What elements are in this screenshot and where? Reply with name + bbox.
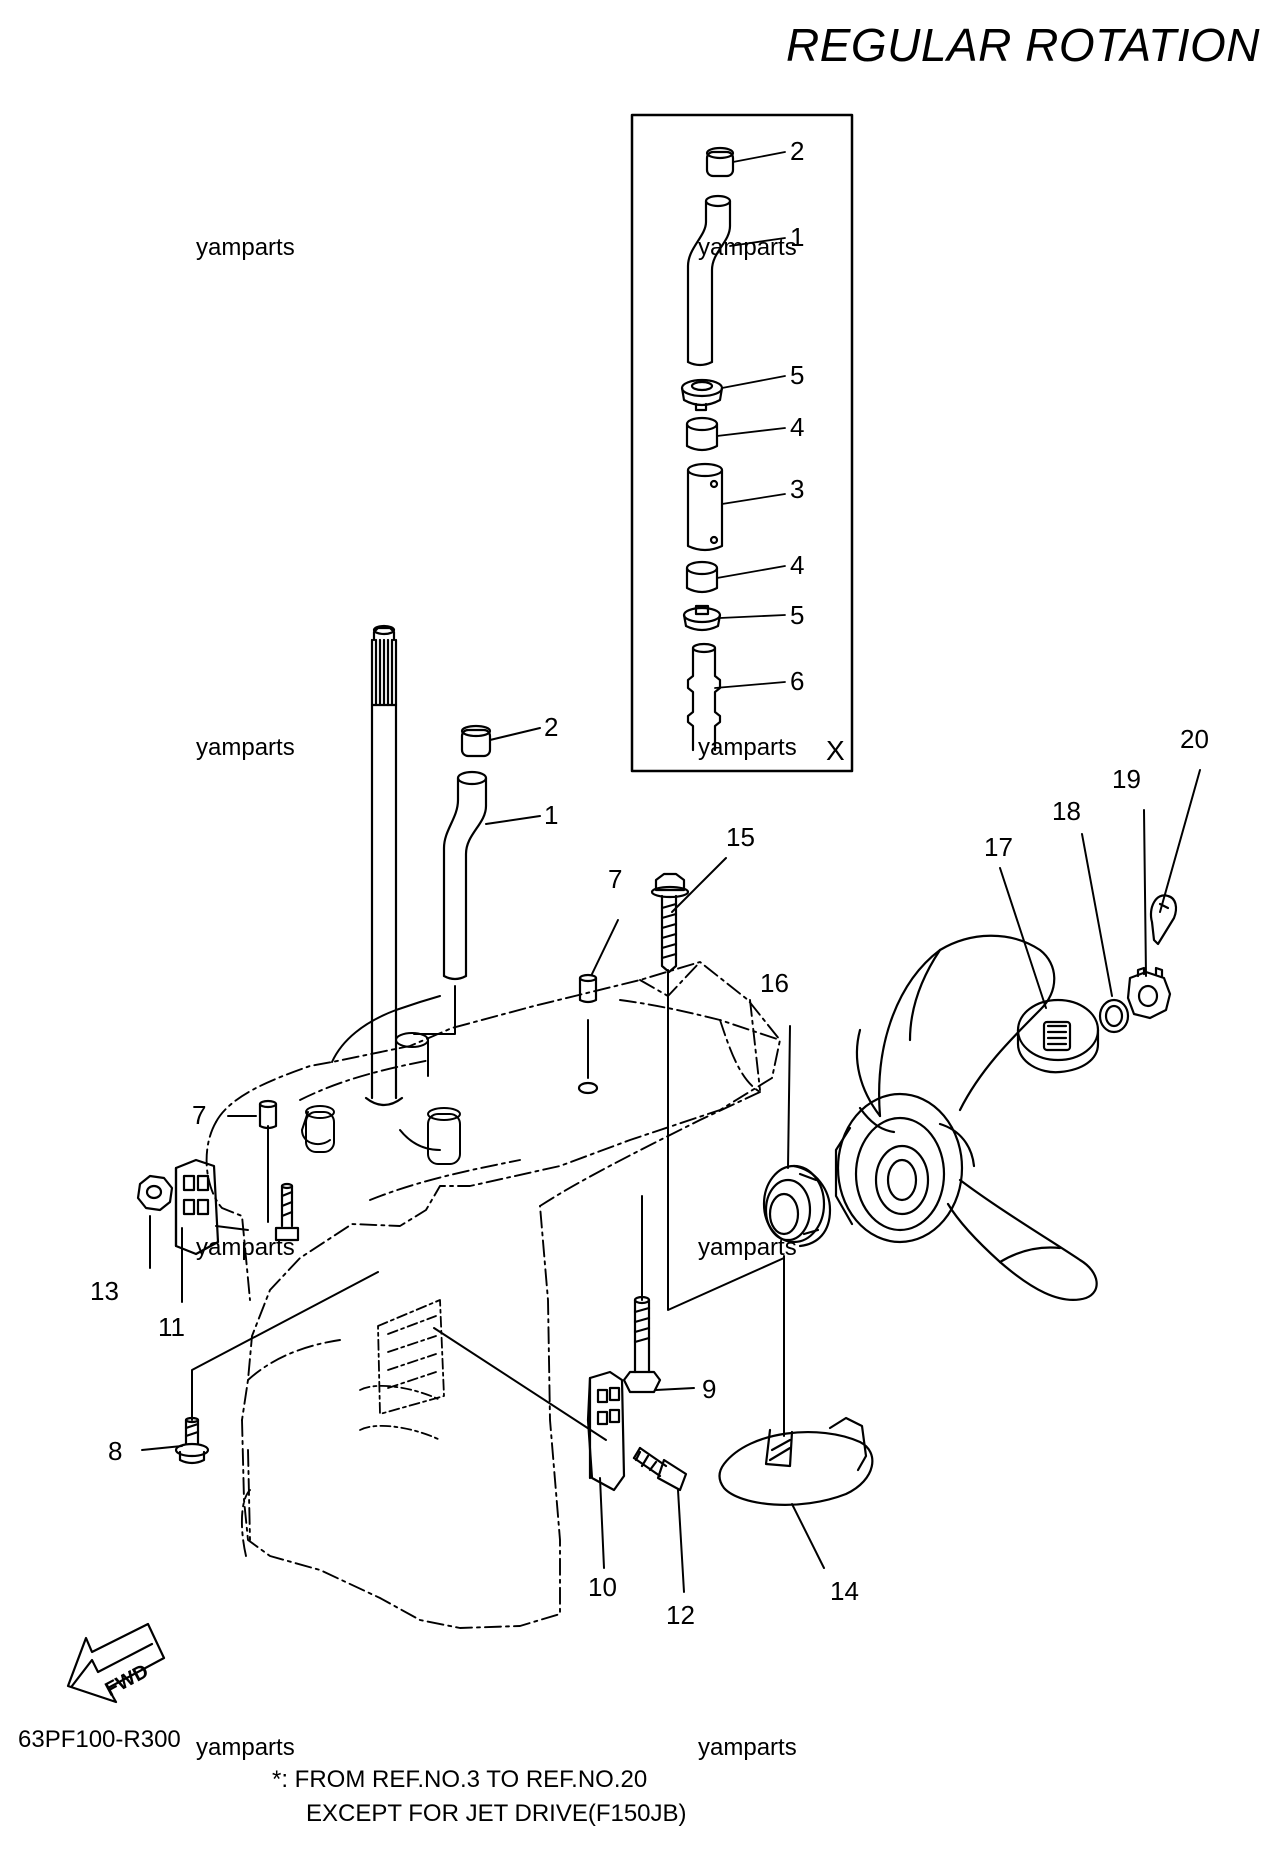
callout-inset-3: 3	[790, 474, 804, 504]
callout-inset-5: 5	[790, 360, 804, 390]
gear-case-top	[301, 995, 461, 1165]
callout-inset-6: 6	[790, 666, 804, 696]
note-line-1: *: FROM REF.NO.3 TO REF.NO.20	[272, 1766, 648, 1793]
part-9-bolt	[622, 1295, 662, 1394]
main-leaders	[141, 727, 1201, 1593]
callout-7-left: 7	[192, 1100, 206, 1130]
callout-inset-5-lower: 5	[790, 600, 804, 630]
part-2-sleeve	[460, 724, 492, 758]
page-title: REGULAR ROTATION	[786, 19, 1260, 71]
callout-13: 13	[90, 1276, 119, 1306]
watermark: yamparts	[698, 1734, 797, 1761]
part-12-screw	[632, 1446, 688, 1492]
drawing-code: 63PF100-R300	[18, 1726, 181, 1753]
callout-11: 11	[158, 1312, 185, 1342]
callout-inset-2: 2	[790, 136, 804, 166]
callout-17: 17	[984, 832, 1013, 862]
watermark: yamparts	[698, 234, 797, 261]
callout-18: 18	[1052, 796, 1081, 826]
callout-16: 16	[760, 968, 789, 998]
part-7-hole	[577, 1081, 599, 1095]
inset-part-5-grommet-lower	[682, 604, 722, 632]
part-19-castle-nut	[1126, 966, 1172, 1020]
fwd-arrow-icon	[66, 1622, 166, 1704]
watermark: yamparts	[196, 734, 295, 761]
part-8-bolt	[174, 1416, 210, 1465]
callout-8: 8	[108, 1436, 122, 1466]
part-11-anode	[174, 1158, 220, 1256]
part-10-anode	[586, 1370, 626, 1492]
callout-10: 10	[588, 1572, 617, 1602]
part-13-nut	[136, 1174, 174, 1212]
callout-20: 20	[1180, 724, 1209, 754]
part-15-bolt	[650, 872, 690, 974]
part-20-cotter-pin	[1149, 894, 1178, 946]
inset-part-3-long-sleeve	[686, 462, 724, 552]
note-line-2: EXCEPT FOR JET DRIVE(F150JB)	[306, 1800, 687, 1827]
part-7-dowel-left	[258, 1099, 278, 1130]
part-1-tube	[442, 770, 488, 981]
inset-part-6-pipe	[686, 642, 722, 752]
callout-7-top: 7	[608, 864, 622, 894]
part-14-anode-plate	[718, 1416, 874, 1506]
watermark: yamparts	[196, 1734, 295, 1761]
callout-labels: 2 1 5 4 3 4 5 6 2 1 15 7 16 17 18 19 20 …	[90, 136, 1209, 1701]
part-16-thrust-bushing	[762, 1164, 832, 1248]
watermark: yamparts	[196, 1234, 295, 1261]
watermark: yamparts	[196, 234, 295, 261]
inset-part-4-collar-lower	[685, 560, 719, 594]
inset-part-2-sleeve	[705, 146, 735, 178]
part-7-dowel-top	[578, 973, 598, 1004]
callout-2: 2	[544, 712, 558, 742]
callout-inset-4: 4	[790, 412, 804, 442]
inset-leaders	[714, 151, 786, 689]
propeller	[834, 934, 1098, 1301]
callout-9: 9	[702, 1374, 716, 1404]
callout-19: 19	[1112, 764, 1141, 794]
callout-14: 14	[830, 1576, 859, 1606]
inset-frame	[630, 113, 854, 773]
inset-part-1-tube	[686, 194, 732, 367]
watermark: yamparts	[698, 1234, 797, 1261]
inset-part-5-grommet-upper	[680, 378, 724, 412]
gear-case-outline	[205, 961, 781, 1629]
inset-part-4-collar-upper	[685, 416, 719, 452]
callout-15: 15	[726, 822, 755, 852]
part-17-spacer	[1016, 998, 1100, 1074]
callout-12: 12	[666, 1600, 695, 1630]
water-inlet-grille	[359, 1299, 445, 1441]
callout-inset-4-lower: 4	[790, 550, 804, 580]
callout-inset-1: 1	[790, 222, 804, 252]
inset-mark: X	[826, 735, 845, 766]
stud-bolt	[274, 1182, 300, 1242]
part-18-washer	[1098, 998, 1130, 1034]
callout-1: 1	[544, 800, 558, 830]
drive-shaft	[364, 624, 404, 1107]
watermark: yamparts	[698, 734, 797, 761]
